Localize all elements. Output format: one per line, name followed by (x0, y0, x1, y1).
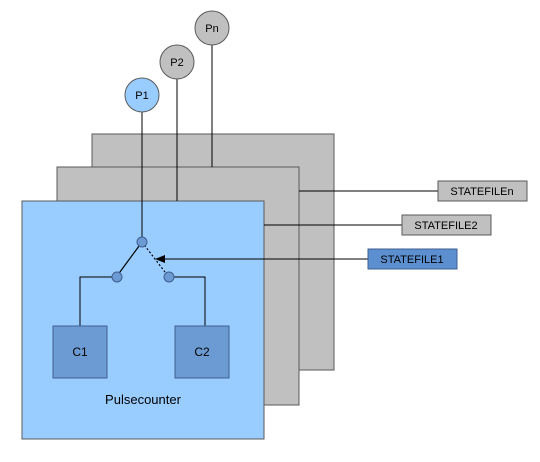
switch-contact-left-node (111, 271, 123, 283)
statefile-1-box (367, 248, 458, 270)
wire-to-c2 (169, 276, 206, 326)
counter-c2-label: C2 (194, 345, 210, 359)
switch-arm-solid (116, 241, 143, 277)
switch-pivot-node (136, 236, 148, 248)
counter-c1-label: C1 (72, 345, 88, 359)
process-p1-circle (124, 77, 160, 113)
process-p1-label: P1 (135, 90, 148, 102)
process-pn-circle (194, 10, 230, 46)
process-p2-circle (159, 44, 195, 80)
statefile-1-label: STATEFILE1 (380, 254, 443, 266)
statefile-n-box (437, 180, 528, 202)
statefile-2-box (401, 214, 492, 236)
counter-c1-box (52, 325, 108, 379)
statefile-n-label: STATEFILEn (450, 186, 513, 198)
process-p2-label: P2 (170, 57, 183, 69)
counter-c2-box (174, 325, 230, 379)
process-pn-label: Pn (205, 23, 218, 35)
wire-to-c1 (79, 276, 117, 326)
pulsecounter-label: Pulsecounter (105, 392, 182, 407)
statefile-2-label: STATEFILE2 (414, 220, 477, 232)
switch-contact-right-node (163, 271, 175, 283)
